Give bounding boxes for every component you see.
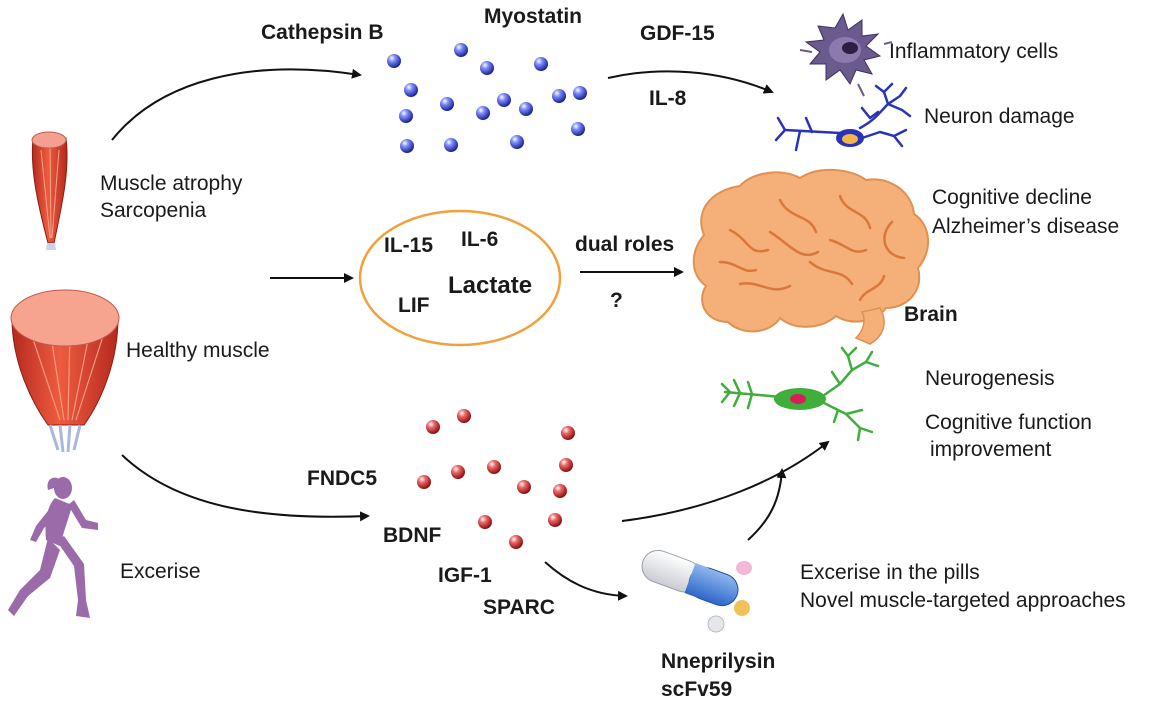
blue-dot	[497, 93, 511, 107]
label-healthy-muscle: Healthy muscle	[126, 339, 270, 362]
arrow-exercise-to-factors	[121, 454, 370, 522]
label-exercise: Excerise	[120, 560, 201, 583]
arrow-factors-to-pills	[544, 561, 628, 601]
arrow-atrophy-to-factors	[111, 68, 362, 141]
label-nneprilysin: Nneprilysin	[661, 650, 776, 673]
red-dot	[561, 426, 575, 440]
blue-dot	[552, 89, 566, 103]
label-lactate: Lactate	[448, 272, 533, 299]
arrow-factors-to-damage	[607, 70, 774, 94]
label-muscle-atrophy: Muscle atrophy	[100, 172, 243, 195]
blue-dot	[404, 83, 418, 97]
pill-capsules-icon	[641, 549, 752, 633]
detrimental-factor-dots	[387, 43, 587, 153]
blue-dot	[400, 139, 414, 153]
blue-dot	[480, 61, 494, 75]
blue-dot	[571, 122, 585, 136]
label-myostatin: Myostatin	[484, 5, 583, 28]
label-sarcopenia: Sarcopenia	[100, 199, 207, 222]
label-novel-approaches: Novel muscle-targeted approaches	[800, 589, 1126, 612]
label-exercise-in-pills: Excerise in the pills	[800, 561, 980, 584]
inflammatory-cell-icon	[799, 12, 893, 97]
label-bdnf: BDNF	[383, 524, 442, 547]
red-dot	[509, 535, 523, 549]
blue-dot	[399, 109, 413, 123]
label-gdf-15: GDF-15	[640, 22, 715, 45]
red-dot	[548, 513, 562, 527]
label-il-15: IL-15	[384, 234, 434, 257]
label-inflammatory-cells: Inflammatory cells	[889, 40, 1059, 63]
atrophic-muscle-icon	[31, 131, 68, 250]
label-dual-roles: dual roles	[575, 233, 675, 256]
red-dot	[478, 515, 492, 529]
blue-dot	[440, 97, 454, 111]
label-scfv59: scFv59	[661, 678, 733, 701]
blue-dot	[573, 86, 587, 100]
label-fndc5: FNDC5	[307, 467, 378, 490]
red-dot	[426, 420, 440, 434]
label-question-mark: ?	[610, 289, 623, 312]
red-dot	[559, 458, 573, 472]
label-il-6: IL-6	[461, 228, 499, 251]
label-alzheimers: Alzheimer’s disease	[932, 215, 1120, 238]
beneficial-factor-dots	[417, 409, 575, 549]
blue-dot	[519, 102, 533, 116]
brain-icon	[692, 168, 930, 345]
arrow-pills-to-neuron	[747, 468, 787, 541]
label-cognitive-function: Cognitive function	[925, 411, 1092, 434]
label-neurogenesis: Neurogenesis	[925, 367, 1055, 390]
label-cathepsin-b: Cathepsin B	[261, 21, 384, 44]
healthy-muscle-icon	[10, 289, 120, 453]
red-dot	[451, 465, 465, 479]
label-cognitive-decline: Cognitive decline	[932, 186, 1092, 209]
blue-dot	[387, 54, 401, 68]
blue-dot	[444, 138, 458, 152]
arrow-factors-to-neuron	[621, 440, 830, 522]
label-lif: LIF	[398, 294, 430, 317]
red-dot	[417, 475, 431, 489]
myokine-ellipse	[358, 209, 562, 347]
label-sparc: SPARC	[483, 596, 555, 619]
red-dot	[457, 409, 471, 423]
label-neuron-damage: Neuron damage	[924, 105, 1075, 128]
label-igf-1: IGF-1	[438, 564, 492, 587]
runner-icon	[8, 477, 98, 618]
red-dot	[487, 460, 501, 474]
blue-dot	[534, 57, 548, 71]
label-brain: Brain	[904, 303, 958, 326]
healthy-neuron-icon	[720, 346, 880, 442]
blue-dot	[476, 106, 490, 120]
label-improvement: improvement	[930, 438, 1052, 461]
damaged-neuron-icon	[774, 82, 912, 152]
red-dot	[553, 484, 567, 498]
red-dot	[517, 480, 531, 494]
blue-dot	[510, 135, 524, 149]
label-il-8: IL-8	[649, 87, 687, 110]
blue-dot	[454, 43, 468, 57]
